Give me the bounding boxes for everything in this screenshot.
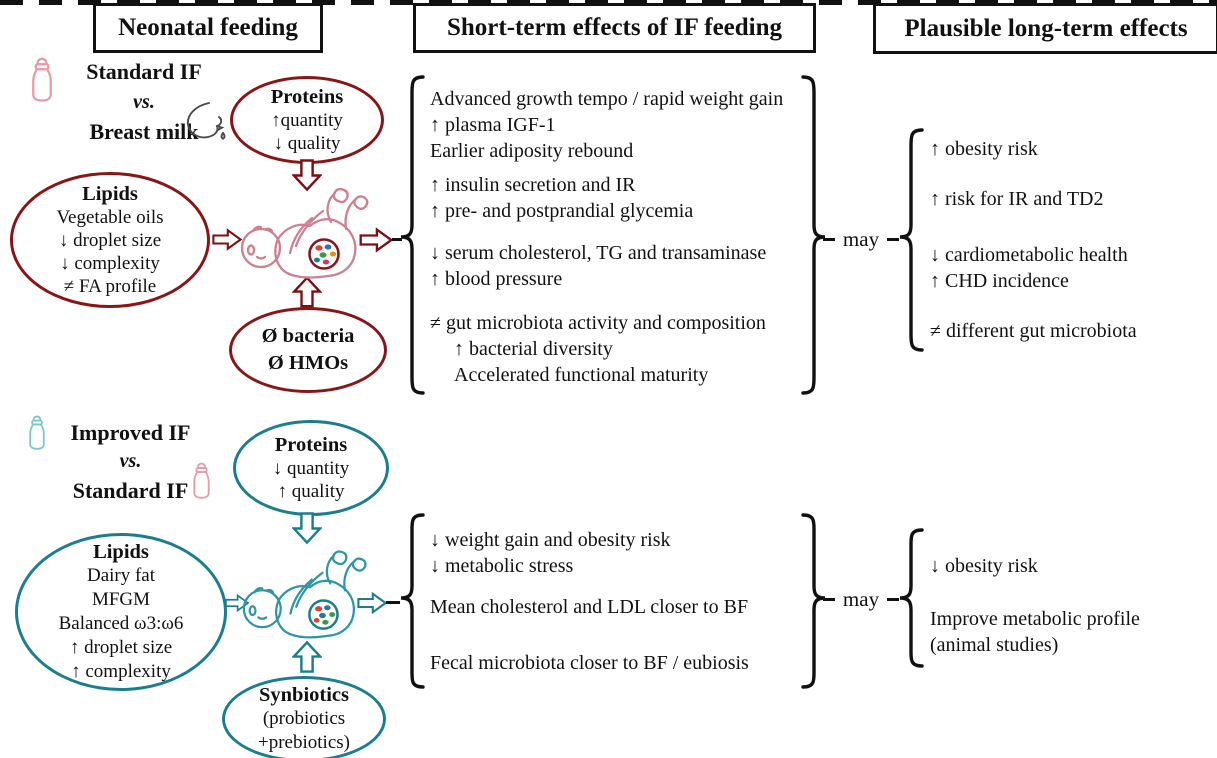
effect-line: ↑ bacterial diversity <box>454 338 613 360</box>
ellipse-line: ↓ complexity <box>60 252 160 274</box>
ellipse-title: Lipids <box>93 541 149 563</box>
ellipse-title: Synbiotics <box>259 684 349 706</box>
ellipse-line: ↓ quantity <box>272 457 350 479</box>
breast-milk-label: Breast milk <box>89 119 199 144</box>
baby-bottle-icon <box>32 57 52 102</box>
baby-bottle-icon <box>193 462 210 499</box>
arrow-up-icon <box>292 640 322 673</box>
effect-line: ↓ serum cholesterol, TG and transaminase <box>430 242 767 264</box>
ellipse-line: MFGM <box>91 589 151 610</box>
arrow-right-icon <box>212 228 243 251</box>
ellipse-line: ≠ FA profile <box>63 275 157 297</box>
effect-line: Fecal microbiota closer to BF / eubiosis <box>430 652 749 674</box>
ellipse-line: ↓ quality <box>273 132 341 154</box>
effect-line: ↓ weight gain and obesity risk <box>430 529 671 551</box>
may-connector-top: may <box>823 224 899 254</box>
ellipse-title: Lipids <box>82 182 138 205</box>
arrow-right-icon <box>357 591 388 615</box>
effect-line: ↑ blood pressure <box>430 268 563 290</box>
short-term-effects-list-bottom: ↓ weight gain and obesity risk ↓ metabol… <box>430 527 798 676</box>
baby-illustration-bottom <box>242 550 367 639</box>
arrow-right-icon <box>359 227 394 253</box>
effect-line: Advanced growth tempo / rapid weight gai… <box>430 88 784 110</box>
microbes-ellipse-top: Ø bacteria Ø HMOs <box>229 307 387 393</box>
lipids-ellipse-top: Lipids Vegetable oils ↓ droplet size ↓ c… <box>10 172 210 308</box>
proteins-ellipse-bottom: Proteins ↓ quantity ↑ quality <box>233 420 389 516</box>
curly-brace-left <box>400 75 425 395</box>
short-term-effects-list-top: Advanced growth tempo / rapid weight gai… <box>430 86 798 388</box>
ellipse-line: Vegetable oils <box>56 206 164 228</box>
curly-brace-left <box>899 528 924 668</box>
effect-line: ↑ risk for IR and TD2 <box>930 188 1104 210</box>
ellipse-line: +prebiotics) <box>258 732 350 753</box>
ellipse-line: Ø bacteria <box>261 325 355 347</box>
effect-line: ↓ cardiometabolic health <box>930 244 1128 266</box>
ellipse-line: Ø HMOs <box>267 352 349 374</box>
ellipse-title: Proteins <box>270 85 344 108</box>
effect-line: ↑ obesity risk <box>930 138 1038 160</box>
effect-line: ↑ pre- and postprandial glycemia <box>430 200 694 222</box>
curly-brace-left <box>899 128 924 352</box>
ellipse-line: Balanced ω3:ω6 <box>58 613 184 634</box>
formula-label: Standard IF <box>86 59 202 84</box>
may-label: may <box>842 226 880 251</box>
ellipse-line: ↓ droplet size <box>58 229 162 251</box>
ellipse-line: ↑quantity <box>271 109 343 131</box>
ellipse-line: (probiotics <box>262 708 346 729</box>
effect-line: Accelerated functional maturity <box>454 364 709 386</box>
ellipse-title: Proteins <box>274 433 348 456</box>
standard-if-label: Standard IF <box>72 478 189 503</box>
gut-microbes-dots <box>314 244 337 265</box>
curly-brace-left <box>400 513 425 689</box>
effect-line: Improve metabolic profile <box>930 608 1140 630</box>
ellipse-line: Dairy fat <box>86 565 156 586</box>
lipids-ellipse-bottom: Lipids Dairy fat MFGM Balanced ω3:ω6 ↑ d… <box>15 533 227 691</box>
synbiotics-ellipse: Synbiotics (probiotics +prebiotics) <box>222 676 386 758</box>
comparison-label-bottom: Improved IF vs. Standard IF <box>48 418 213 505</box>
effect-line: ↓ obesity risk <box>930 555 1038 577</box>
column-header-short-term-effects: Short-term effects of IF feeding <box>413 3 816 53</box>
ellipse-line: ↑ complexity <box>71 661 171 682</box>
baby-illustration-top <box>240 187 369 279</box>
breast-icon <box>187 102 226 140</box>
long-term-effects-list-bottom: ↓ obesity risk Improve metabolic profile… <box>930 553 1213 658</box>
improved-if-label: Improved IF <box>70 420 191 445</box>
may-label: may <box>842 586 880 611</box>
arrow-down-icon <box>292 159 322 192</box>
column-header-long-term-effects: Plausible long-term effects <box>873 3 1217 54</box>
effect-line: Mean cholesterol and LDL closer to BF <box>430 596 749 618</box>
long-term-effects-list-top: ↑ obesity risk ↑ risk for IR and TD2 ↓ c… <box>930 136 1213 344</box>
connector-line <box>392 238 402 241</box>
may-connector-bottom: may <box>823 584 899 614</box>
effect-line: ↑ plasma IGF-1 <box>430 114 556 136</box>
effect-line: ≠ different gut microbiota <box>930 320 1137 342</box>
section-divider <box>0 0 1217 5</box>
vs-label: vs. <box>133 91 155 113</box>
effect-line: ↑ CHD incidence <box>930 270 1069 292</box>
effect-line: ≠ gut microbiota activity and compositio… <box>430 312 766 334</box>
comparison-label-top: Standard IF vs. Breast milk <box>58 57 230 147</box>
ellipse-line: ↑ quality <box>277 480 345 502</box>
arrow-down-icon <box>292 512 322 545</box>
proteins-ellipse-top: Proteins ↑quantity ↓ quality <box>230 76 384 164</box>
vs-label: vs. <box>119 450 142 472</box>
baby-bottle-icon <box>29 415 45 450</box>
arrow-up-icon <box>292 276 322 308</box>
effect-line: ↓ metabolic stress <box>430 555 574 577</box>
effect-line: ↑ insulin secretion and IR <box>430 174 636 196</box>
connector-line <box>386 601 400 604</box>
effect-line: Earlier adiposity rebound <box>430 140 634 162</box>
gut-microbes-dots <box>313 605 336 625</box>
column-header-neonatal-feeding: Neonatal feeding <box>93 3 323 53</box>
effect-line: (animal studies) <box>930 634 1059 656</box>
ellipse-line: ↑ droplet size <box>69 637 173 658</box>
